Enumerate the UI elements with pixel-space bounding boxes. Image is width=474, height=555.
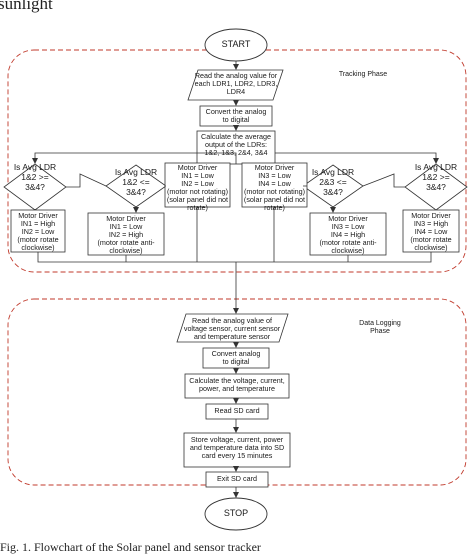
data-logging-phase-label: Data Logging Phase bbox=[359, 320, 401, 335]
read-sensors-input-shape bbox=[176, 313, 289, 343]
motor-cw2-text: Motor Driver IN3 = High IN4 = Low (motor… bbox=[410, 211, 452, 253]
tracking-connectors bbox=[32, 61, 439, 314]
decision-left-outer-text: Is Avg LDR 1&2 >= 3&4? bbox=[13, 162, 57, 192]
decision-left-inner-text: Is Avg LDR 1&2 <= 3&4? bbox=[114, 167, 158, 197]
motor-acw-text: Motor Driver IN1 = Low IN2 = High (motor… bbox=[97, 214, 155, 256]
motor-acw2-box bbox=[309, 212, 387, 256]
calculate-text: Calculate the voltage, current, power, a… bbox=[189, 376, 285, 394]
read-ldr-input-shape bbox=[187, 69, 284, 101]
decision-right-inner-text: Is Avg LDR 2&3 <= 3&4? bbox=[311, 167, 355, 197]
motor-cw-text: Motor Driver IN1 = High IN2 = Low (motor… bbox=[17, 211, 59, 253]
top-text-fragment: sunlight bbox=[0, 0, 53, 13]
motor-stop-a-text: Motor Driver IN1 = Low IN2 = Low (motor … bbox=[166, 163, 229, 213]
motor-stop-b-text: Motor Driver IN3 = Low IN4 = Low (motor … bbox=[243, 163, 306, 213]
stop-terminator bbox=[204, 497, 268, 531]
exit-sd-process-shape bbox=[205, 471, 269, 488]
decision-right-outer-text: Is Avg LDR 1&2 >= 3&4? bbox=[414, 162, 458, 192]
figure-caption: Fig. 1. Flowchart of the Solar panel and… bbox=[0, 540, 261, 554]
convert-analog-text: Convert the analog to digital bbox=[205, 107, 267, 125]
motor-cw2-box bbox=[402, 209, 460, 253]
exit-sd-text: Exit SD card bbox=[217, 474, 257, 483]
average-text: Calculate the average output of the LDRs… bbox=[201, 132, 271, 158]
read-sd-process-shape bbox=[205, 403, 269, 420]
store-data-process-shape bbox=[183, 432, 291, 468]
stop-label: STOP bbox=[223, 508, 249, 518]
motor-acw2-text: Motor Driver IN3 = Low IN4 = High (motor… bbox=[319, 214, 377, 256]
calculate-process-shape bbox=[184, 373, 290, 399]
read-sd-text: Read SD card bbox=[214, 406, 260, 415]
start-label: START bbox=[221, 39, 251, 49]
tracking-phase-label: Tracking Phase bbox=[338, 71, 388, 78]
read-sensors-text: Read the analog value of voltage sensor,… bbox=[183, 316, 281, 342]
store-data-text: Store voltage, current, power and temper… bbox=[189, 435, 285, 461]
motor-stop-b-box bbox=[241, 162, 308, 208]
motor-acw-box bbox=[87, 212, 165, 256]
motor-stop-a-box bbox=[164, 162, 231, 208]
read-ldr-text: Read the analog value for each LDR1, LDR… bbox=[194, 71, 278, 97]
convert-digital-text: Convert analog to digital bbox=[211, 349, 261, 367]
